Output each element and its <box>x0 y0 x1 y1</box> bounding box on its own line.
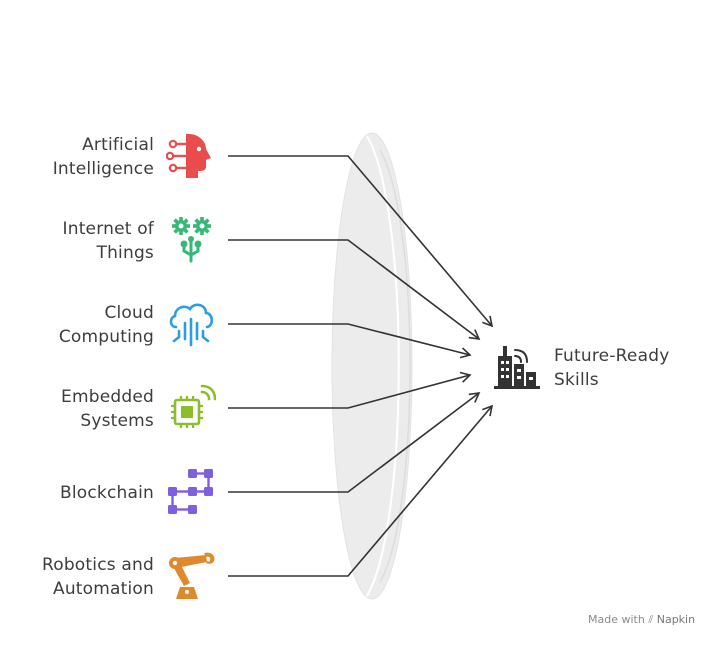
label-robotics-automation: Robotics and Automation <box>0 553 154 601</box>
ai-head-icon <box>166 133 211 178</box>
iot-gears-icon <box>172 217 211 263</box>
napkin-logo-icon: ⫽ <box>648 613 654 626</box>
embedded-chip-icon <box>171 384 216 428</box>
label-blockchain: Blockchain <box>0 481 154 505</box>
label-line2: Automation <box>52 579 154 599</box>
arrow-cloud <box>228 323 472 359</box>
arrow-ai <box>228 155 494 328</box>
label-internet-of-things: Internet of Things <box>0 217 154 265</box>
lens-shape <box>331 132 413 600</box>
output-line2: Skills <box>554 370 599 390</box>
city-buildings-icon <box>494 346 540 389</box>
made-with-napkin-badge[interactable]: Made with ⫽ Napkin <box>588 613 695 627</box>
label-line2: Things <box>96 243 154 263</box>
label-artificial-intelligence: Artificial Intelligence <box>0 133 154 181</box>
output-label-future-ready-skills: Future-Ready Skills <box>554 344 669 392</box>
label-line2: Systems <box>80 411 154 431</box>
cloud-computing-icon <box>169 303 214 347</box>
output-line1: Future-Ready <box>554 346 670 366</box>
label-line2: Intelligence <box>52 159 154 179</box>
arrow-embedded <box>228 371 472 409</box>
arrow-blockchain <box>228 392 481 493</box>
label-line1: Blockchain <box>59 483 154 503</box>
footer-prefix: Made with <box>588 613 645 626</box>
label-cloud-computing: Cloud Computing <box>0 301 154 349</box>
label-line1: Robotics and <box>41 555 154 575</box>
label-line1: Embedded <box>61 387 154 407</box>
label-embedded-systems: Embedded Systems <box>0 385 154 433</box>
blockchain-icon <box>168 469 213 514</box>
arrow-iot <box>228 239 481 340</box>
label-line2: Computing <box>58 327 154 347</box>
arrow-robotics <box>228 404 494 577</box>
connector-arrows <box>228 155 494 577</box>
robotic-arm-icon <box>169 552 215 599</box>
label-line1: Cloud <box>104 303 154 323</box>
label-line1: Internet of <box>62 219 154 239</box>
label-line1: Artificial <box>82 135 154 155</box>
footer-brand: Napkin <box>656 613 696 626</box>
